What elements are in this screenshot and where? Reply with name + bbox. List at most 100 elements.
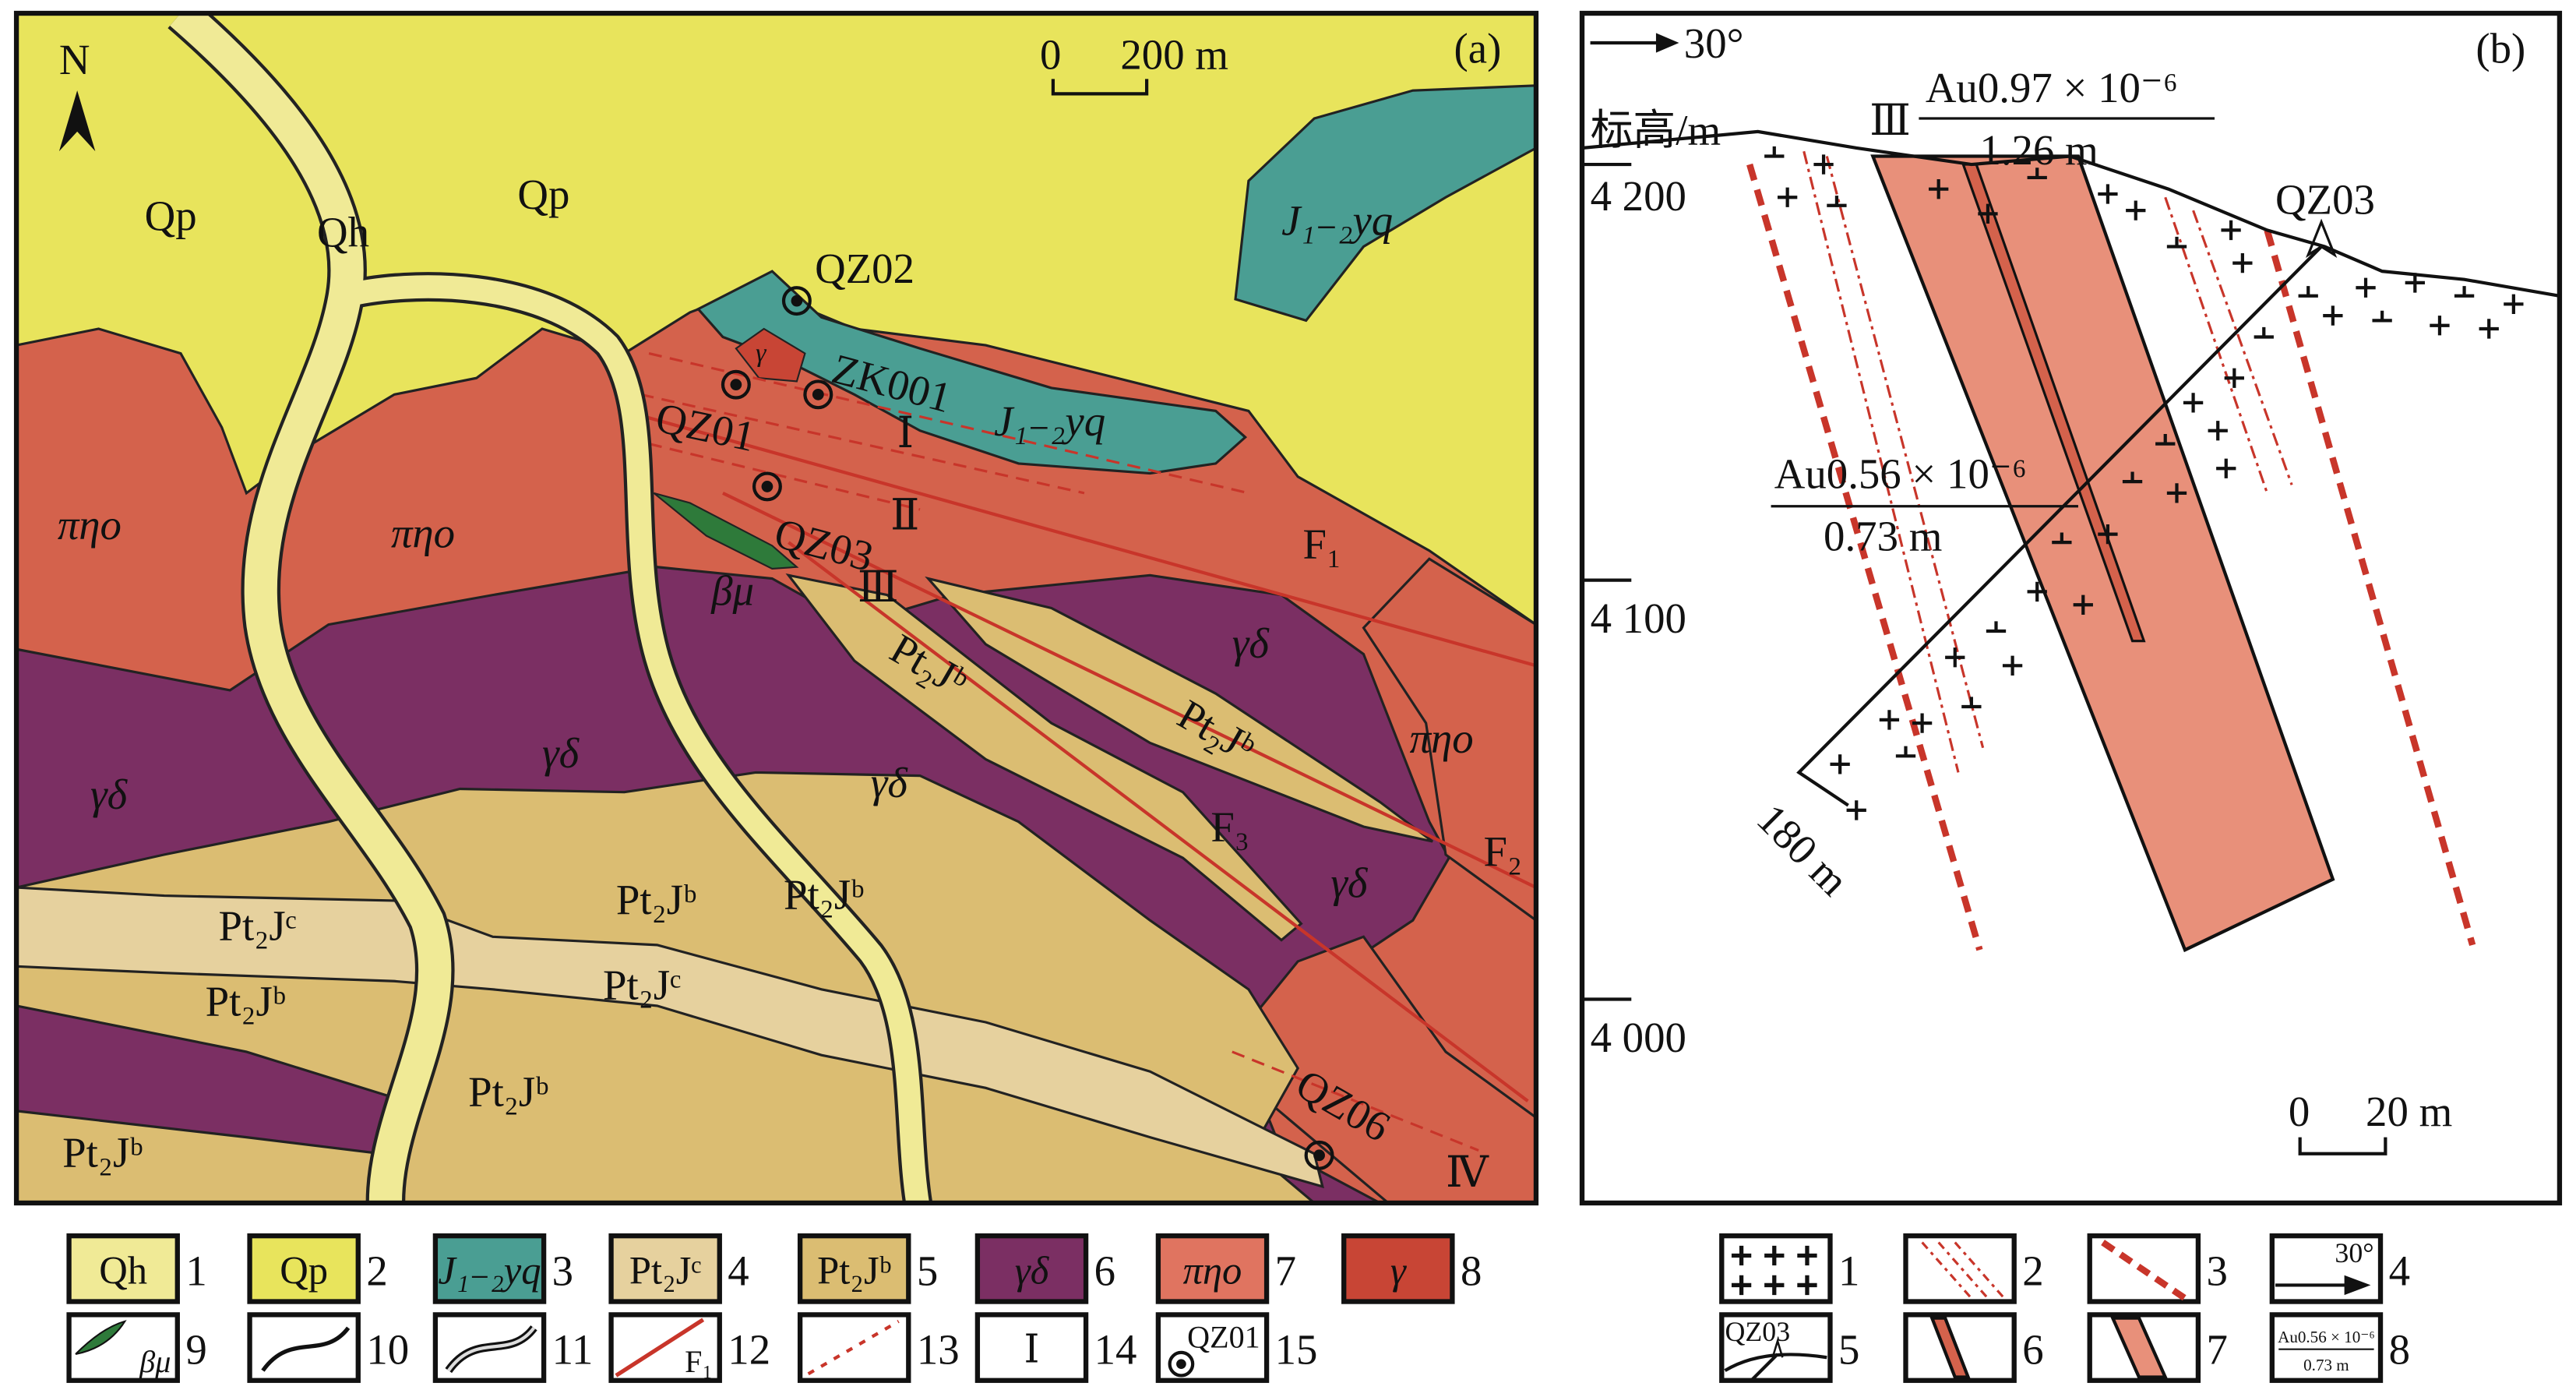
geologic-boundary-icon <box>261 1326 351 1372</box>
legend-b-item-3: 3 <box>2087 1233 2228 1304</box>
legend-number: 9 <box>185 1326 206 1374</box>
legend-label: γδ <box>1015 1248 1050 1292</box>
legend-swatch <box>2269 1233 2384 1304</box>
legend-number: 1 <box>1838 1247 1859 1294</box>
legend-number: 8 <box>1461 1247 1482 1294</box>
granite-cross-icon <box>2356 277 2376 298</box>
label-pt-c: Pt₂Jᶜ <box>603 961 681 1008</box>
point-qz01 <box>721 369 751 400</box>
panel-a-tag: (a) <box>1454 24 1502 72</box>
granite-cross-icon <box>1731 1275 1752 1296</box>
label-pno: πηο <box>391 509 455 556</box>
granite-cross-icon <box>2027 581 2047 602</box>
legend-swatch <box>2269 1312 2384 1383</box>
legend-number: 2 <box>366 1247 387 1294</box>
label-pno: πηο <box>1410 714 1474 762</box>
label-qp: Qp <box>517 171 569 218</box>
legend-swatch <box>247 1233 361 1304</box>
legend-swatch <box>1155 1312 1270 1383</box>
legend-number: 8 <box>2389 1326 2410 1374</box>
drill-rig-icon <box>2305 218 2338 258</box>
granite-cross-icon <box>2298 286 2318 298</box>
legend-b-item-4: 30°4 <box>2269 1233 2410 1304</box>
river-fill-icon <box>447 1326 536 1372</box>
granite-cross-icon <box>2323 305 2343 326</box>
alteration-boundaries <box>1746 150 2476 951</box>
granite-cross-icon <box>2479 319 2499 339</box>
azimuth-label: 30° <box>1684 19 1744 67</box>
legend-number: 5 <box>1838 1326 1859 1374</box>
legend-number: 13 <box>917 1326 960 1374</box>
panel-b-section: 30° (b) 标高/m 4 200 4 100 4 000 QZ03 180 … <box>1579 10 2563 1206</box>
granite-cross-icon <box>1929 179 1949 199</box>
legend-number: 4 <box>728 1247 749 1294</box>
granite-cross-icon <box>1797 1245 1817 1266</box>
unit-pt-b-lens-1 <box>785 573 1303 942</box>
granite-cross-icon <box>1827 196 1847 207</box>
legend-swatch <box>797 1233 911 1304</box>
legend-number: 7 <box>1275 1247 1296 1294</box>
arrowhead-icon <box>2344 1275 2371 1296</box>
label-pt-b: Pt₂Jᵇ <box>784 870 864 918</box>
north-arrow-icon <box>58 90 96 152</box>
granite-cross-icon <box>2002 655 2023 676</box>
azimuth-arrowhead-icon <box>1655 33 1679 53</box>
unit-pno-east <box>1362 557 1536 923</box>
legend-label: J₁₋₂yq <box>438 1248 541 1292</box>
point-qz06 <box>1304 1140 1334 1170</box>
legend-number: 14 <box>1094 1326 1137 1374</box>
legend-label: γ <box>1390 1248 1408 1292</box>
granite-cross-icon <box>2224 368 2244 388</box>
assay-1-thickness: 1.26 m <box>1979 126 2098 174</box>
label-orebody-2: Ⅱ <box>890 491 919 538</box>
legend-label: Qp <box>280 1248 328 1292</box>
granite-cross-icon <box>2430 316 2450 336</box>
legend-swatch <box>66 1233 180 1304</box>
legend-swatch <box>974 1233 1089 1304</box>
assay-2-grade: Au0.56 × 10⁻⁶ <box>1774 450 2027 498</box>
label-f2: F₂ <box>1483 828 1522 876</box>
label-orebody-4: Ⅳ <box>1446 1148 1489 1196</box>
legend-swatch <box>608 1233 722 1304</box>
label-qh: Qh <box>317 209 369 256</box>
map-labels: Qp Qh Qp QZ02 ZK001 QZ01 J₁₋₂yq J₁₋₂yq Ⅰ… <box>58 171 1522 1196</box>
river-qh <box>167 13 933 1203</box>
legend-a-item-11: 11 <box>432 1312 593 1383</box>
granite-cross-icon <box>2166 236 2187 249</box>
drill-hole-trace <box>1796 245 2323 807</box>
unit-pt-c-band <box>16 886 1324 1189</box>
granite-cross-icon <box>2027 168 2047 180</box>
elevation-4000: 4 000 <box>1591 1014 1686 1061</box>
north-label: N <box>59 36 90 83</box>
label-gd: γδ <box>871 759 909 806</box>
granite-cross-icon <box>2405 273 2425 293</box>
label-pt-b: Pt₂Jᵇ <box>206 978 286 1025</box>
legend-assay-thickness: 0.73 m <box>2303 1356 2349 1374</box>
label-pt-b: Pt₂Jᵇ <box>616 876 696 923</box>
legend-a-item-13: 13 <box>797 1312 960 1383</box>
orebody-label: Ⅲ <box>1869 97 1911 144</box>
legend-swatch <box>432 1233 547 1304</box>
label-pno: πηο <box>58 501 122 549</box>
granite-cross-icon <box>1731 1245 1752 1266</box>
label-gd: γδ <box>90 771 129 818</box>
label-bm: βμ <box>710 566 754 614</box>
point-zk001 <box>803 379 833 410</box>
elevation-4200: 4 200 <box>1591 172 1686 220</box>
sample-point-icon <box>1168 1350 1195 1378</box>
granite-cross-icon <box>1895 746 1916 758</box>
granite-cross-icon <box>1945 647 1965 668</box>
granite-cross-icon <box>2098 524 2118 545</box>
label-orebody-1: Ⅰ <box>897 409 914 457</box>
elevation-ticks <box>1582 162 1632 1001</box>
legend-b-item-1: 1 <box>1719 1233 1859 1304</box>
legend-label: Qh <box>99 1248 147 1292</box>
